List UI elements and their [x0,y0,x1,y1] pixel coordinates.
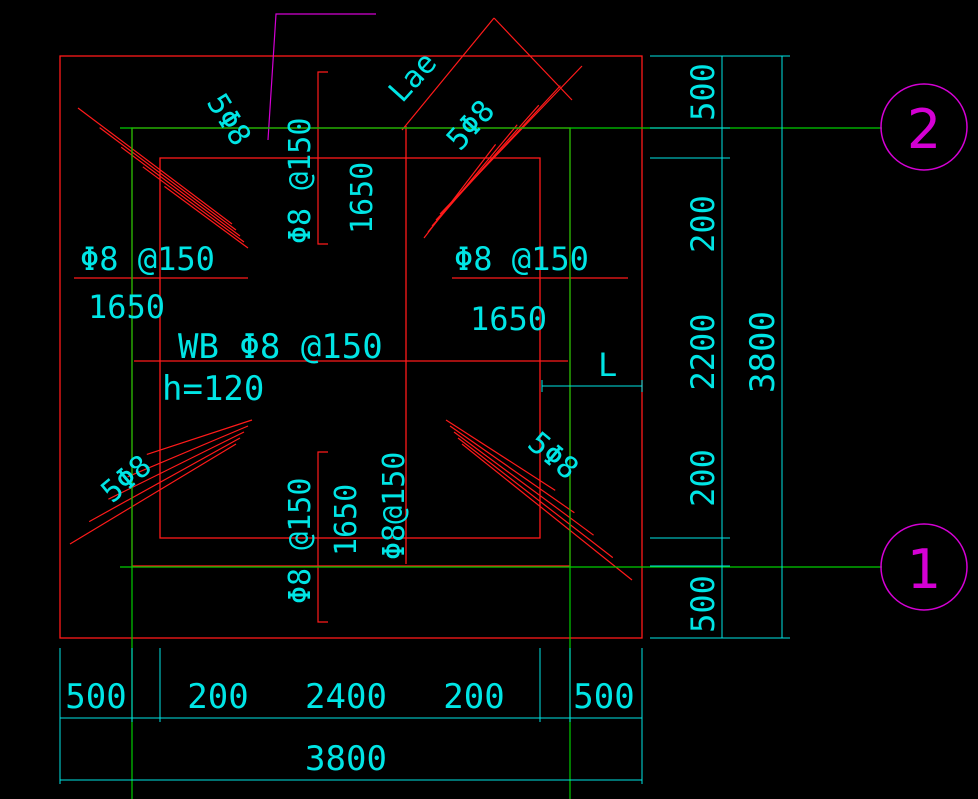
bottom-dimension-texts: 500 200 2400 200 500 3800 [65,677,634,779]
corner-bar-tl-4 [142,166,245,243]
corner-bar-br-5 [445,419,556,491]
dim-right-total: 3800 [743,311,783,393]
right-dimension-texts: 500 200 2200 200 500 3800 [684,63,783,633]
lae-label: Lae [382,46,444,110]
corner-bar-bl-4 [127,425,249,478]
corner-bar-br-1 [461,443,633,581]
outer-slab-edge [59,55,643,639]
grid-bubble-2-label: 2 [907,98,941,161]
lae-dim-line [401,17,495,131]
grid-bubbles: 2 1 [880,83,968,611]
grid-bubble-1-label: 1 [907,538,941,601]
dim-bottom-5: 500 [573,677,634,717]
corner-bar-bl-1 [69,443,237,545]
corner-bar-tl-3 [120,146,241,237]
corner-bar-tl-5 [164,185,249,249]
dim-right-4: 200 [684,449,722,507]
dim-right-1: 500 [684,63,722,121]
slab-thickness: h=120 [162,369,264,409]
dim-bottom-4: 200 [443,677,504,717]
dim-right-3: 2200 [684,313,722,390]
corner-bar-br-4 [449,425,575,514]
dim-bottom-1: 500 [65,677,126,717]
corner-bar-tl-2 [99,127,237,231]
corner-bar-tr-5 [423,144,497,239]
bar-label-top-left: 5Φ8 [199,88,257,153]
dim-bottom-total: 3800 [305,739,387,779]
slab-mark: WB Φ8 @150 [178,327,383,367]
dim-bottom-2: 200 [187,677,248,717]
corner-bar-bl-5 [146,419,253,455]
left-top-spacing: Φ8 @150 [80,240,215,278]
lae-leader [267,13,573,141]
right-top-spacing: Φ8 @150 [454,240,589,278]
grid-bubble-2 [880,83,968,171]
lae-dim-ext [493,17,573,101]
corner-bar-br-2 [457,437,614,559]
anchor-length-label: L [598,346,617,384]
right-top-length: 1650 [470,300,547,338]
dim-right-2: 200 [684,195,722,253]
top-vertical-spacing: Φ8 @150 [283,118,318,244]
dim-bottom-3: 2400 [305,677,387,717]
central-opening-edge [159,157,541,539]
bar-label-bottom-right: 5Φ8 [521,425,585,487]
top-vertical-length: 1650 [345,162,380,234]
dim-right-5: 500 [684,575,722,633]
corner-bar-group [69,65,633,581]
vertical-bar-marks [317,71,328,623]
dimension-lines [59,55,790,784]
corner-bar-bl-3 [108,431,245,500]
lae-leader-line [267,13,376,141]
left-top-length: 1650 [88,288,165,326]
corner-bar-tl-1 [77,107,233,225]
bar-label-bottom-left: 5Φ8 [95,448,159,510]
bottom-vertical-bar-mark [317,451,328,623]
top-vertical-bar-mark [317,71,328,245]
bottom-vertical-length: 1650 [329,484,364,556]
grid-bubble-1 [880,523,968,611]
corner-bar-bl-2 [88,437,241,523]
bottom-vertical-spacing: Φ8 @150 [283,478,318,604]
center-vertical-spacing: Φ8@150 [377,452,412,560]
